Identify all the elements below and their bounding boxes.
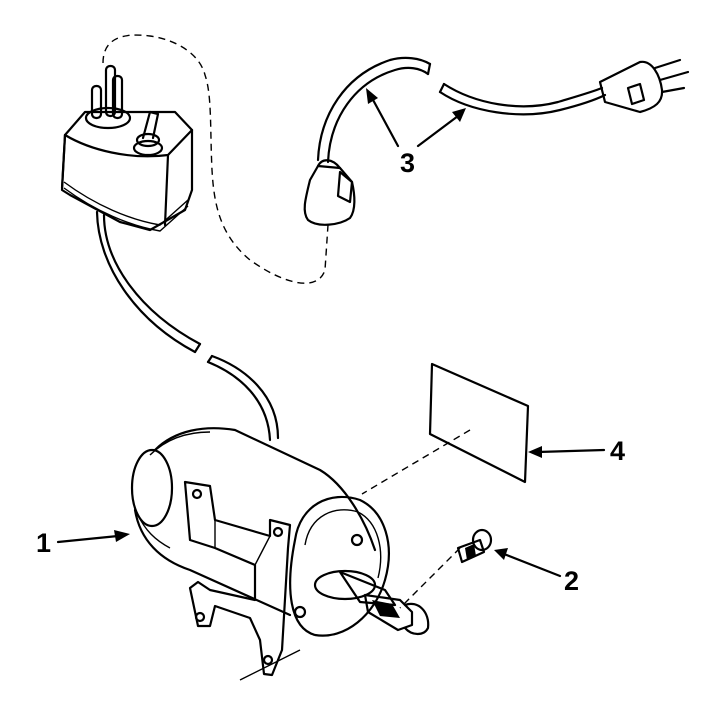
callout-3: 3	[400, 148, 415, 178]
screw-alignment-line	[399, 547, 461, 609]
switch-box	[60, 64, 194, 232]
dashed-connection-line	[102, 34, 329, 284]
starter-motor	[130, 427, 430, 681]
outlet-prongs	[90, 64, 124, 120]
plate-alignment-line	[361, 429, 471, 495]
callout-1: 1	[36, 528, 51, 558]
power-cord	[303, 56, 690, 226]
callout-4: 4	[610, 436, 625, 466]
label-plate	[428, 362, 530, 484]
callout-2: 2	[564, 566, 579, 596]
toggle-switch	[132, 110, 164, 157]
motor-cord	[95, 210, 280, 442]
leader-arrows	[56, 88, 606, 578]
mounting-screw	[456, 528, 493, 564]
